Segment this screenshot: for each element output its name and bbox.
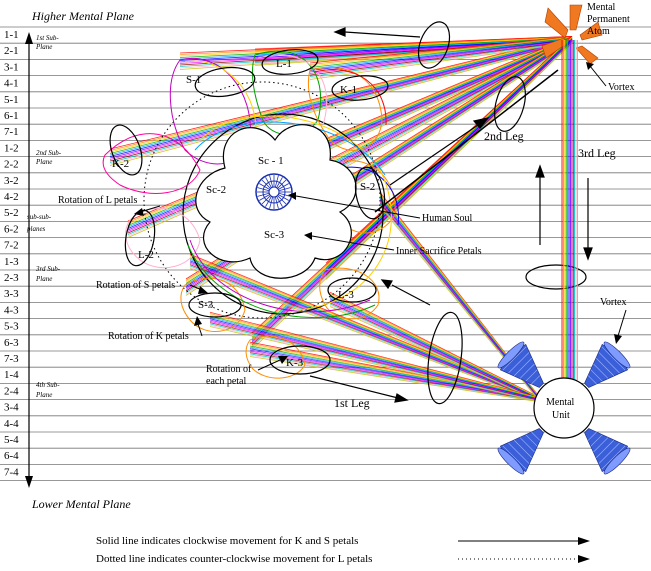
second-leg-label: 2nd Leg bbox=[484, 129, 524, 143]
lower-plane-title: Lower Mental Plane bbox=[31, 497, 131, 511]
row-label: 1-3 bbox=[4, 256, 19, 268]
subsub-label-1: sub-sub- bbox=[27, 213, 52, 221]
row-label: 5-3 bbox=[4, 321, 19, 333]
rotation-k-label: Rotation of K petals bbox=[108, 331, 189, 342]
row-label: 3-2 bbox=[4, 175, 19, 187]
first-subplane-label-1: 1st Sub- bbox=[36, 34, 59, 42]
mental-unit: Mental Unit bbox=[497, 341, 631, 475]
label-k1: K-1 bbox=[340, 84, 357, 96]
row-label: 2-4 bbox=[4, 385, 19, 397]
unit-label-2: Unit bbox=[552, 410, 570, 421]
atom-label-2: Permanent bbox=[587, 14, 630, 25]
dotted-circle bbox=[143, 81, 381, 319]
egoic-circle bbox=[182, 113, 384, 315]
rotation-l-label: Rotation of L petals bbox=[58, 195, 137, 206]
higher-plane-title: Higher Mental Plane bbox=[31, 9, 135, 23]
legend-solid-text: Solid line indicates clockwise movement … bbox=[96, 535, 358, 547]
leg-arrows bbox=[309, 27, 593, 403]
row-label: 1-2 bbox=[4, 142, 19, 154]
row-label: 4-4 bbox=[4, 418, 19, 430]
label-l1: L-1 bbox=[276, 58, 292, 70]
row-label: 5-4 bbox=[4, 434, 19, 446]
left-axis-arrows bbox=[25, 32, 33, 488]
second-subplane-label-1: 2nd Sub- bbox=[36, 149, 62, 157]
permanent-atom-vortex bbox=[541, 4, 603, 65]
row-label: 2-2 bbox=[4, 159, 19, 171]
third-subplane-label-1: 3rd Sub- bbox=[35, 265, 61, 273]
label-sc2: Sc-2 bbox=[206, 184, 226, 196]
second-subplane-label-2: Plane bbox=[35, 158, 52, 166]
petal-s3-outline bbox=[180, 277, 246, 332]
label-sc1: Sc - 1 bbox=[258, 155, 284, 167]
petal-labels: Sc - 1 Sc-2 Sc-3 S-1 S-2 S-3 L-1 L-2 L-3… bbox=[112, 58, 375, 369]
inner-sacrifice-label: Inner Sacrifice Petals bbox=[396, 246, 482, 257]
row-label: 4-2 bbox=[4, 191, 19, 203]
human-soul-label: Human Soul bbox=[422, 213, 473, 224]
legend: Solid line indicates clockwise movement … bbox=[96, 535, 590, 565]
row-label: 3-3 bbox=[4, 288, 19, 300]
outer-petals bbox=[102, 50, 399, 379]
human-soul bbox=[255, 173, 293, 211]
vortex-label-top: Vortex bbox=[608, 82, 634, 93]
row-label: 5-1 bbox=[4, 94, 19, 106]
third-subplane-label-2: Plane bbox=[35, 275, 52, 283]
vertical-ray-bundle bbox=[561, 40, 578, 380]
label-s1: S-1 bbox=[186, 74, 201, 86]
petal-l3-outline bbox=[319, 267, 380, 320]
row-label: 2-3 bbox=[4, 272, 19, 284]
label-k2: K-2 bbox=[112, 158, 129, 170]
unit-label-1: Mental bbox=[546, 397, 575, 408]
row-label: 5-2 bbox=[4, 207, 19, 219]
row-label: 3-1 bbox=[4, 61, 19, 73]
row-label: 1-4 bbox=[4, 369, 19, 381]
label-sc3: Sc-3 bbox=[264, 229, 285, 241]
petal-k2-outline bbox=[102, 133, 201, 194]
row-label: 7-4 bbox=[4, 466, 19, 478]
row-label: 3-4 bbox=[4, 402, 19, 414]
callouts: Human Soul Inner Sacrifice Petals Rotati… bbox=[58, 192, 482, 387]
fourth-subplane-label-2: Plane bbox=[35, 391, 52, 399]
row-label: 6-4 bbox=[4, 450, 19, 462]
row-label: 4-3 bbox=[4, 304, 19, 316]
petal-k3-outline bbox=[245, 335, 306, 379]
second-leg-line bbox=[374, 69, 559, 213]
row-label: 6-3 bbox=[4, 337, 19, 349]
subsub-label-2: planes bbox=[26, 225, 46, 233]
row-label: 7-1 bbox=[4, 126, 19, 138]
label-k3: K-3 bbox=[286, 357, 304, 369]
rotation-each-label-2: each petal bbox=[206, 376, 246, 387]
petal-l2-outline bbox=[125, 207, 201, 269]
atom-label-3: Atom bbox=[587, 26, 610, 37]
legend-dotted-text: Dotted line indicates counter-clockwise … bbox=[96, 553, 372, 565]
row-label: 4-1 bbox=[4, 78, 19, 90]
fourth-subplane-label-1: 4th Sub- bbox=[36, 381, 60, 389]
row-label: 6-1 bbox=[4, 110, 19, 122]
vortex-label-bottom: Vortex bbox=[600, 297, 626, 308]
subplane-annotations: 1st Sub- Plane 2nd Sub- Plane sub-sub- p… bbox=[26, 34, 62, 399]
label-s2: S-2 bbox=[360, 181, 375, 193]
third-leg-label: 3rd Leg bbox=[578, 146, 616, 160]
first-subplane-label-2: Plane bbox=[35, 43, 52, 51]
atom-label-1: Mental bbox=[587, 2, 616, 13]
first-leg-label: 1st Leg bbox=[334, 396, 370, 410]
row-label: 7-3 bbox=[4, 353, 19, 365]
row-label: 6-2 bbox=[4, 223, 19, 235]
rotation-each-label-1: Rotation of bbox=[206, 364, 252, 375]
label-l3: L-3 bbox=[338, 289, 354, 301]
row-label: 2-1 bbox=[4, 45, 19, 57]
label-s3: S-3 bbox=[198, 299, 214, 311]
row-label: 1-1 bbox=[4, 29, 19, 41]
rotation-s-label: Rotation of S petals bbox=[96, 280, 175, 291]
row-label: 7-2 bbox=[4, 240, 19, 252]
